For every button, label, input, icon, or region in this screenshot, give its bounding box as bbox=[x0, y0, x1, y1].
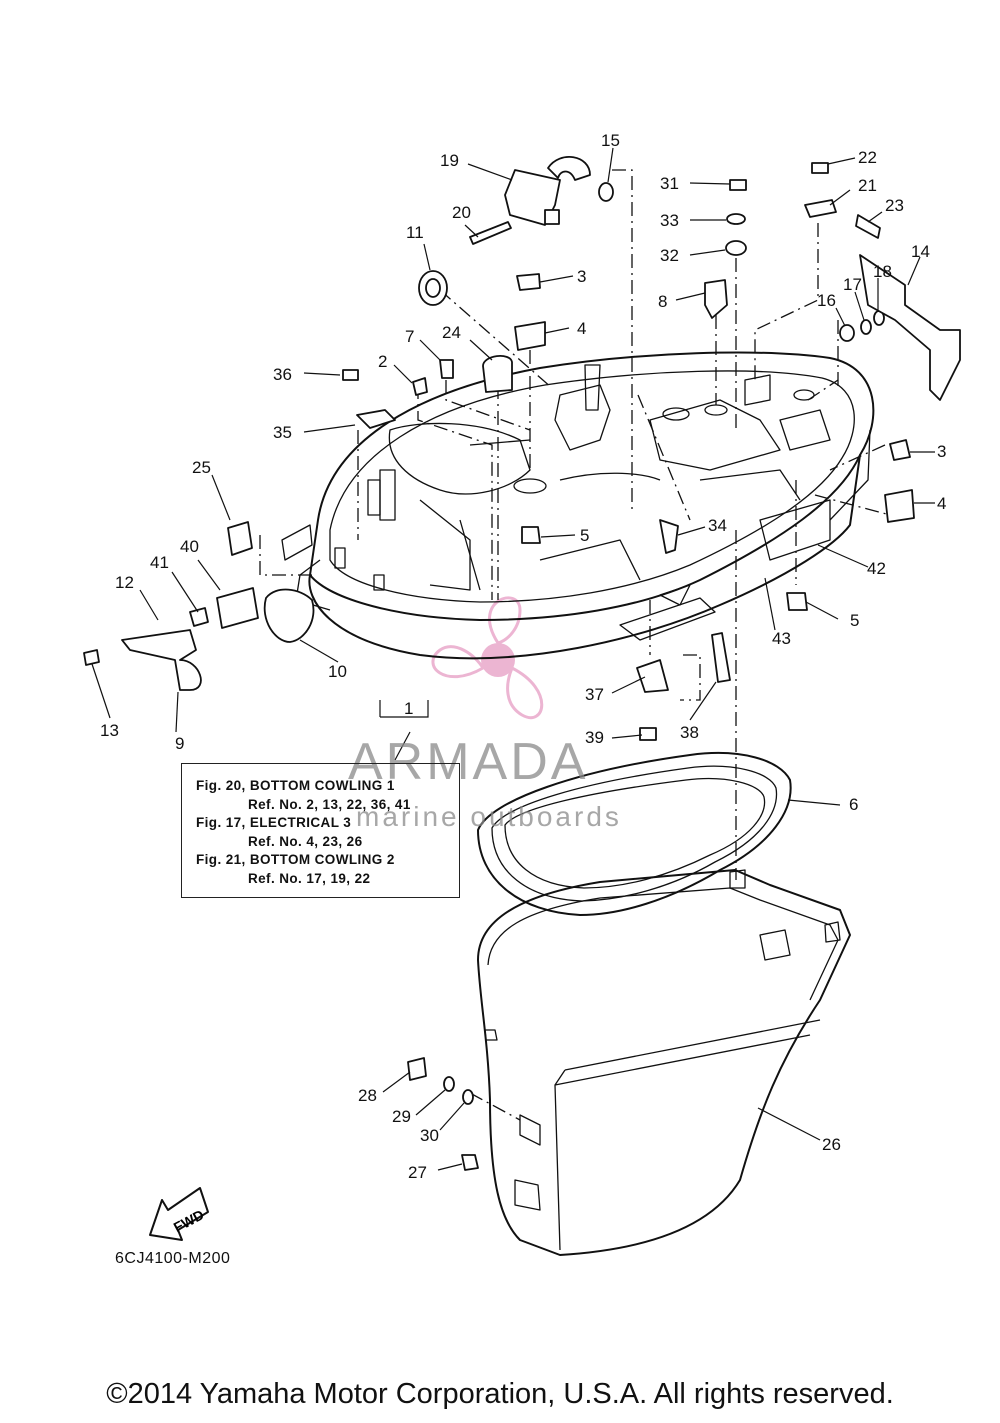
callout-15: 15 bbox=[601, 131, 620, 150]
armada-logo-icon bbox=[431, 596, 544, 719]
callout-37: 37 bbox=[585, 685, 604, 704]
callout-7: 7 bbox=[405, 327, 414, 346]
callout-38: 38 bbox=[680, 723, 699, 742]
reference-note: Fig. 20, BOTTOM COWLING 1 Ref. No. 2, 13… bbox=[181, 763, 460, 898]
drawing-code: 6CJ4100-M200 bbox=[115, 1250, 231, 1267]
callout-34: 34 bbox=[708, 516, 727, 535]
callout-13: 13 bbox=[100, 721, 119, 740]
callout-4b: 4 bbox=[937, 494, 946, 513]
callout-41: 41 bbox=[150, 553, 169, 572]
bottom-cowling-part bbox=[281, 351, 875, 660]
note-fig-17: Fig. 17, ELECTRICAL 3 bbox=[196, 815, 352, 831]
callout-30: 30 bbox=[420, 1126, 439, 1145]
callout-1: 1 bbox=[404, 699, 413, 718]
washer-nut-parts bbox=[407, 1057, 479, 1171]
bracket-plate-parts bbox=[121, 199, 961, 693]
callout-3b: 3 bbox=[937, 442, 946, 461]
callout-4a: 4 bbox=[577, 319, 586, 338]
note-fig-21: Fig. 21, BOTTOM COWLING 2 bbox=[196, 852, 395, 868]
callout-22: 22 bbox=[858, 148, 877, 167]
leader-lines bbox=[91, 147, 935, 1171]
watermark-tagline: marine outboards bbox=[356, 801, 622, 832]
callout-labels: 19 15 20 11 3 4 7 24 2 36 35 31 33 32 8 … bbox=[100, 131, 946, 1182]
callout-5b: 5 bbox=[850, 611, 859, 630]
watermark-brand: ARMADA bbox=[348, 733, 589, 791]
note-fig-20: Fig. 20, BOTTOM COWLING 1 bbox=[196, 778, 395, 793]
callout-11: 11 bbox=[406, 223, 424, 242]
callout-23: 23 bbox=[885, 196, 904, 215]
callout-31: 31 bbox=[660, 174, 679, 193]
note-ref-21: Ref. No. 17, 19, 22 bbox=[248, 870, 371, 886]
callout-3a: 3 bbox=[577, 267, 586, 286]
callout-28: 28 bbox=[358, 1086, 377, 1105]
callout-16: 16 bbox=[817, 291, 836, 310]
seal-gasket-part bbox=[477, 752, 792, 916]
bolt-parts bbox=[83, 162, 911, 741]
grommet-parts bbox=[227, 182, 915, 556]
callout-40: 40 bbox=[180, 537, 199, 556]
callout-26: 26 bbox=[822, 1135, 841, 1154]
callout-12: 12 bbox=[115, 573, 134, 592]
callout-5a: 5 bbox=[580, 526, 589, 545]
callout-8: 8 bbox=[658, 292, 667, 311]
callout-39: 39 bbox=[585, 728, 604, 747]
callout-14: 14 bbox=[911, 242, 930, 261]
callout-35: 35 bbox=[273, 423, 292, 442]
callout-24: 24 bbox=[442, 323, 461, 342]
callout-20: 20 bbox=[452, 203, 471, 222]
callout-43: 43 bbox=[772, 629, 791, 648]
callout-6: 6 bbox=[849, 795, 858, 814]
fwd-label: FWD bbox=[171, 1206, 207, 1235]
copyright-notice: ©2014 Yamaha Motor Corporation, U.S.A. A… bbox=[106, 1378, 894, 1410]
callout-25: 25 bbox=[192, 458, 211, 477]
hook-bracket-part bbox=[504, 156, 591, 226]
fwd-arrow-icon: FWD bbox=[149, 1187, 209, 1241]
callout-36: 36 bbox=[273, 365, 292, 384]
callout-42: 42 bbox=[867, 559, 886, 578]
callout-27: 27 bbox=[408, 1163, 427, 1182]
callout-19: 19 bbox=[440, 151, 459, 170]
callout-10: 10 bbox=[328, 662, 347, 681]
callout-33: 33 bbox=[660, 211, 679, 230]
callout-18: 18 bbox=[873, 262, 892, 281]
callout-29: 29 bbox=[392, 1107, 411, 1126]
callout-21: 21 bbox=[858, 176, 877, 195]
callout-17: 17 bbox=[843, 275, 862, 294]
note-ref-20: Ref. No. 2, 13, 22, 36, 41 bbox=[248, 796, 411, 812]
lower-apron-part bbox=[477, 869, 851, 1256]
callout-2: 2 bbox=[378, 352, 387, 371]
callout-32: 32 bbox=[660, 246, 679, 265]
callout-9: 9 bbox=[175, 734, 184, 753]
alignment-lines bbox=[259, 169, 891, 1121]
note-ref-17: Ref. No. 4, 23, 26 bbox=[248, 833, 363, 849]
